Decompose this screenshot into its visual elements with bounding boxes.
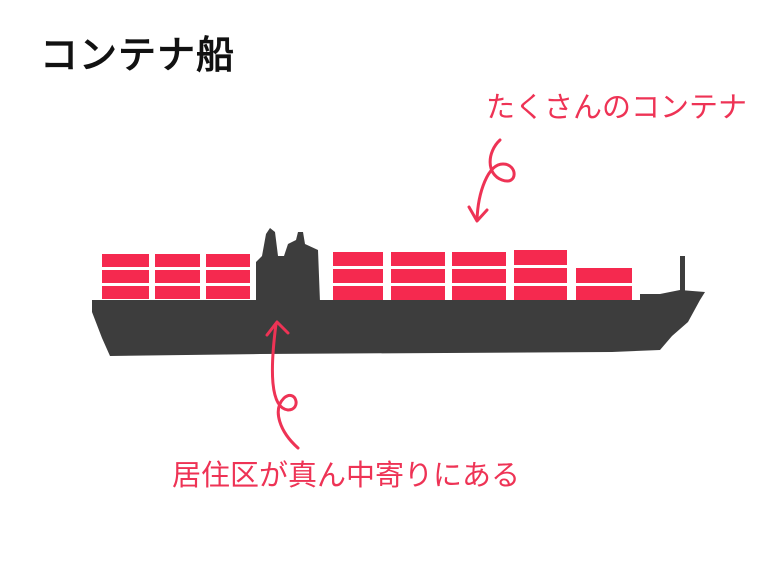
containers-arrow — [467, 138, 516, 223]
container — [576, 268, 632, 283]
container — [206, 270, 250, 283]
container — [155, 254, 200, 267]
container-stack-rear — [102, 254, 250, 299]
container — [333, 286, 383, 300]
container — [333, 269, 383, 283]
page-title: コンテナ船 — [40, 33, 236, 77]
container — [391, 252, 445, 266]
container — [576, 286, 632, 300]
bridge-annotation: 居住区が真ん中寄りにある — [172, 458, 521, 492]
container — [102, 254, 149, 267]
bow-mast — [680, 256, 685, 296]
ship-hull — [92, 290, 705, 356]
container — [452, 269, 506, 283]
container — [333, 252, 383, 266]
bridge-arrow — [265, 320, 300, 450]
container — [452, 252, 506, 266]
container — [514, 250, 567, 265]
container — [102, 270, 149, 283]
ship-bridge — [256, 228, 320, 302]
container-stack-front — [333, 250, 632, 300]
container — [391, 286, 445, 300]
containers-annotation: たくさんのコンテナ — [486, 90, 748, 124]
container — [155, 286, 200, 299]
container — [155, 270, 200, 283]
container — [514, 268, 567, 283]
container — [102, 286, 149, 299]
container — [514, 286, 567, 300]
container — [391, 269, 445, 283]
container — [206, 254, 250, 267]
container — [452, 286, 506, 300]
container — [206, 286, 250, 299]
